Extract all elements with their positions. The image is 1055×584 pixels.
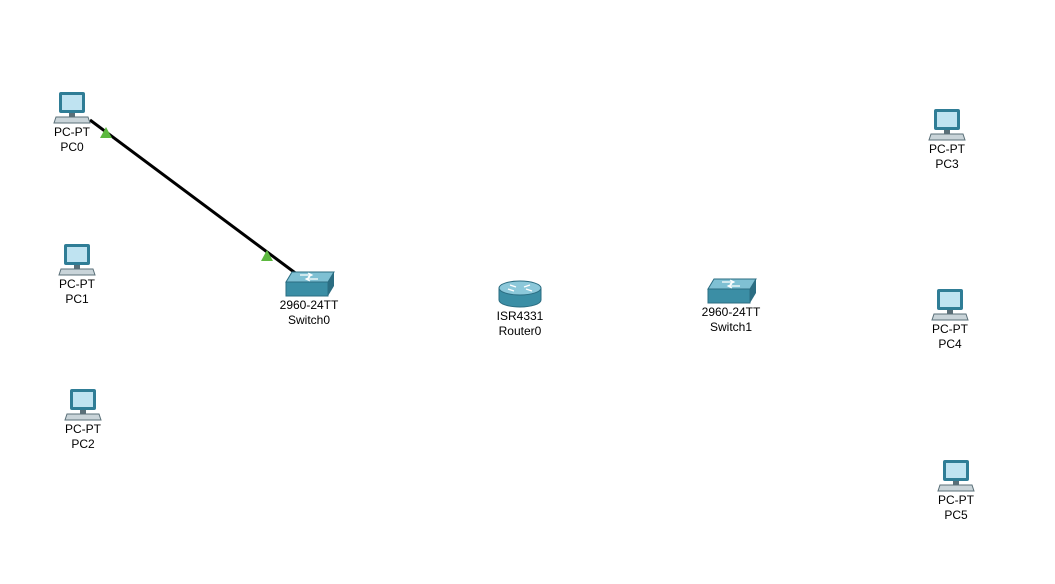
router-icon <box>498 280 542 308</box>
pc-icon <box>58 244 96 276</box>
device-pc2[interactable]: PC-PT PC2 <box>38 388 128 452</box>
switch-icon <box>707 278 757 304</box>
device-switch1[interactable]: 2960-24TT Switch1 <box>686 277 776 335</box>
device-name-label: PC2 <box>71 437 95 451</box>
link-pc0-switch0[interactable] <box>89 118 299 277</box>
device-model-label: 2960-24TT <box>279 298 339 312</box>
device-name-label: PC3 <box>935 157 959 171</box>
pc-icon <box>53 92 91 124</box>
link-status-switch0-end <box>261 250 273 261</box>
device-model-label: ISR4331 <box>496 309 544 323</box>
device-model-label: PC-PT <box>59 277 95 291</box>
link-status-pc0-end <box>100 127 112 138</box>
device-model-label: PC-PT <box>938 493 974 507</box>
device-name-label: Switch1 <box>709 320 753 334</box>
device-pc0[interactable]: PC-PT PC0 <box>27 91 117 155</box>
device-pc5[interactable]: PC-PT PC5 <box>911 459 1001 523</box>
device-pc1[interactable]: PC-PT PC1 <box>32 243 122 307</box>
pc-icon <box>64 389 102 421</box>
device-model-label: PC-PT <box>932 322 968 336</box>
device-name-label: Router0 <box>498 324 542 338</box>
device-model-label: PC-PT <box>929 142 965 156</box>
device-pc4[interactable]: PC-PT PC4 <box>905 288 995 352</box>
pc-icon <box>928 109 966 141</box>
device-name-label: Switch0 <box>287 313 331 327</box>
device-name-label: PC0 <box>60 140 84 154</box>
device-name-label: PC1 <box>65 292 89 306</box>
device-pc3[interactable]: PC-PT PC3 <box>902 108 992 172</box>
device-router0[interactable]: ISR4331 Router0 <box>475 279 565 339</box>
device-model-label: PC-PT <box>65 422 101 436</box>
device-name-label: PC4 <box>938 337 962 351</box>
pc-icon <box>937 460 975 492</box>
device-model-label: PC-PT <box>54 125 90 139</box>
pc-icon <box>931 289 969 321</box>
device-switch0[interactable]: 2960-24TT Switch0 <box>264 270 354 328</box>
switch-icon <box>285 271 335 297</box>
device-model-label: 2960-24TT <box>701 305 761 319</box>
device-name-label: PC5 <box>944 508 968 522</box>
